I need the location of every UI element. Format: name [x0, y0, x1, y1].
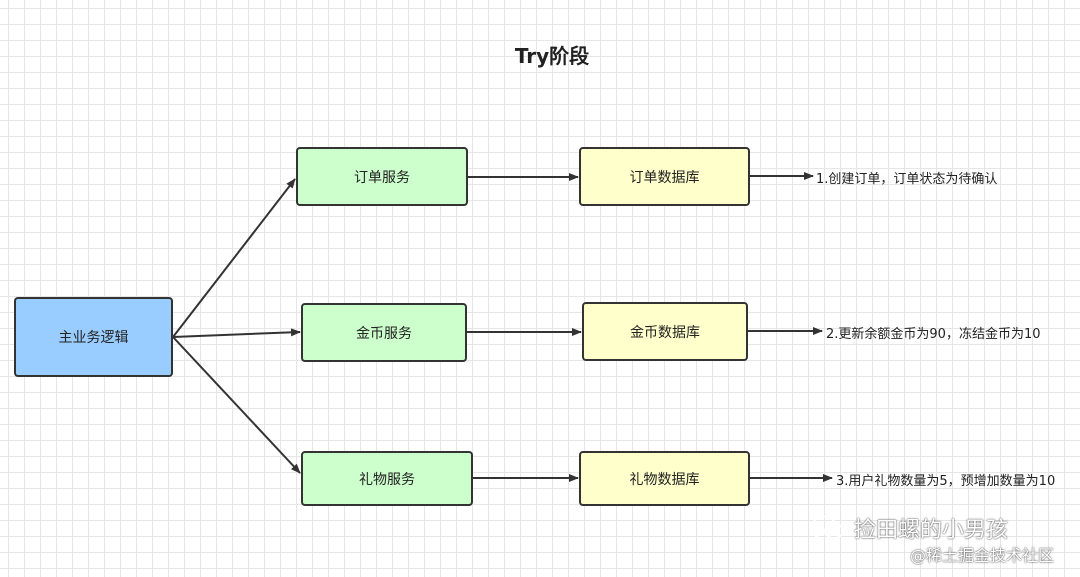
edge-main-to-gift-service: [172, 336, 301, 474]
gift-service-node: 礼物服务: [301, 451, 473, 506]
order-service-node: 订单服务: [296, 147, 468, 206]
watermark-source: @稀土掘金技术社区: [909, 546, 1054, 565]
watermark-account-name: 捡田螺的小男孩: [854, 518, 1009, 543]
gift-note: 3.用户礼物数量为5，预增加数量为10: [836, 474, 1056, 489]
coin-service-node: 金币服务: [301, 303, 467, 362]
coin-note: 2.更新余额金币为90，冻结金币为10: [826, 327, 1041, 342]
edge-main-to-coin-service: [172, 328, 301, 338]
edge-main-to-order-service: [172, 178, 296, 338]
watermark: 捡田螺的小男孩 @稀土掘金技术社区: [812, 512, 1062, 566]
gift-database-node: 礼物数据库: [579, 451, 750, 506]
coin-database-node: 金币数据库: [582, 302, 748, 361]
diagram-title: Try阶段: [514, 44, 590, 68]
order-note: 1.创建订单，订单状态为待确认: [816, 172, 998, 187]
order-database-node: 订单数据库: [579, 147, 750, 206]
main-business-logic-node: 主业务逻辑: [14, 297, 173, 377]
wechat-icon: [812, 515, 844, 540]
